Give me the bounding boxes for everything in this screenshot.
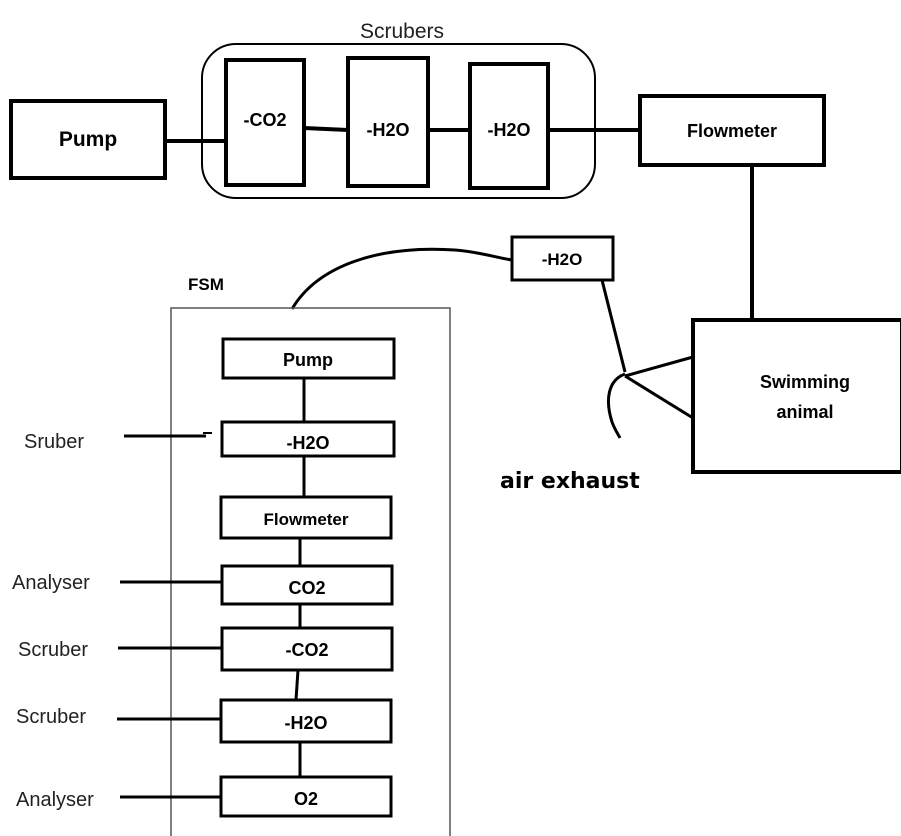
side-label-analyser-1: Analyser xyxy=(12,572,90,594)
h2o-scrubber-2-box xyxy=(468,62,550,190)
co2-scrubber-label: -CO2 xyxy=(243,110,286,130)
side-label-analyser-2: Analyser xyxy=(16,789,94,811)
swimming-animal-label-line2: animal xyxy=(776,402,833,422)
scrubbers-group-label: Scrubers xyxy=(360,20,444,43)
fsm-co2-analyser-box xyxy=(220,564,394,606)
fsm-scrubber-to-h2o-wire xyxy=(294,669,300,701)
side-label-scruber-1: Scruber xyxy=(18,639,88,661)
h2o-scrubber-1-box xyxy=(346,56,430,188)
fsm-to-exhaust-scrubber-tube xyxy=(290,247,513,310)
swimming-animal-label-line1: Swimming xyxy=(760,372,850,392)
air-exhaust-label: air exhaust xyxy=(500,469,640,494)
fsm-co2-scrubber-label: -CO2 xyxy=(285,640,328,660)
exhaust-h2o-label: -H2O xyxy=(542,250,583,269)
fsm-h2o-box-1 xyxy=(220,420,396,458)
side-label-sruber: Sruber xyxy=(24,431,84,453)
fsm-o2-analyser-label: O2 xyxy=(294,789,318,809)
scrubbers-group-outline xyxy=(201,43,596,199)
fsm-title: FSM xyxy=(188,275,224,294)
h2o-scrubber-1-label: -H2O xyxy=(366,120,409,140)
fsm-h2o-label-2: -H2O xyxy=(284,713,327,733)
top-flowmeter-label: Flowmeter xyxy=(687,121,777,141)
co2-scrubber-box xyxy=(224,58,306,187)
fsm-pump-box xyxy=(221,337,396,380)
exhaust-line-to-animal-top xyxy=(624,355,694,378)
top-pump-box xyxy=(9,99,167,180)
fsm-h2o-label-1: -H2O xyxy=(286,433,329,453)
fsm-flowmeter-label: Flowmeter xyxy=(263,510,348,529)
fsm-outline xyxy=(170,307,451,836)
h2o-scrubber-2-label: -H2O xyxy=(487,120,530,140)
side-label-scruber-2: Scruber xyxy=(16,706,86,728)
top-flowmeter-box xyxy=(638,94,826,167)
exhaust-line-from-scrubber xyxy=(600,279,627,373)
fsm-flowmeter-box xyxy=(219,495,393,540)
co2-to-h2o-wire xyxy=(303,126,349,132)
fsm-co2-scrubber-box xyxy=(220,626,394,672)
fsm-o2-analyser-box xyxy=(219,775,393,818)
fsm-h2o-box-2 xyxy=(219,698,393,744)
swimming-animal-box xyxy=(691,318,901,474)
top-pump-label: Pump xyxy=(59,128,117,151)
fsm-pump-label: Pump xyxy=(283,350,333,370)
exhaust-h2o-box xyxy=(510,235,615,282)
air-exhaust-tube xyxy=(607,372,626,439)
exhaust-line-to-animal-bottom xyxy=(624,374,694,420)
fsm-co2-analyser-label: CO2 xyxy=(288,578,325,598)
